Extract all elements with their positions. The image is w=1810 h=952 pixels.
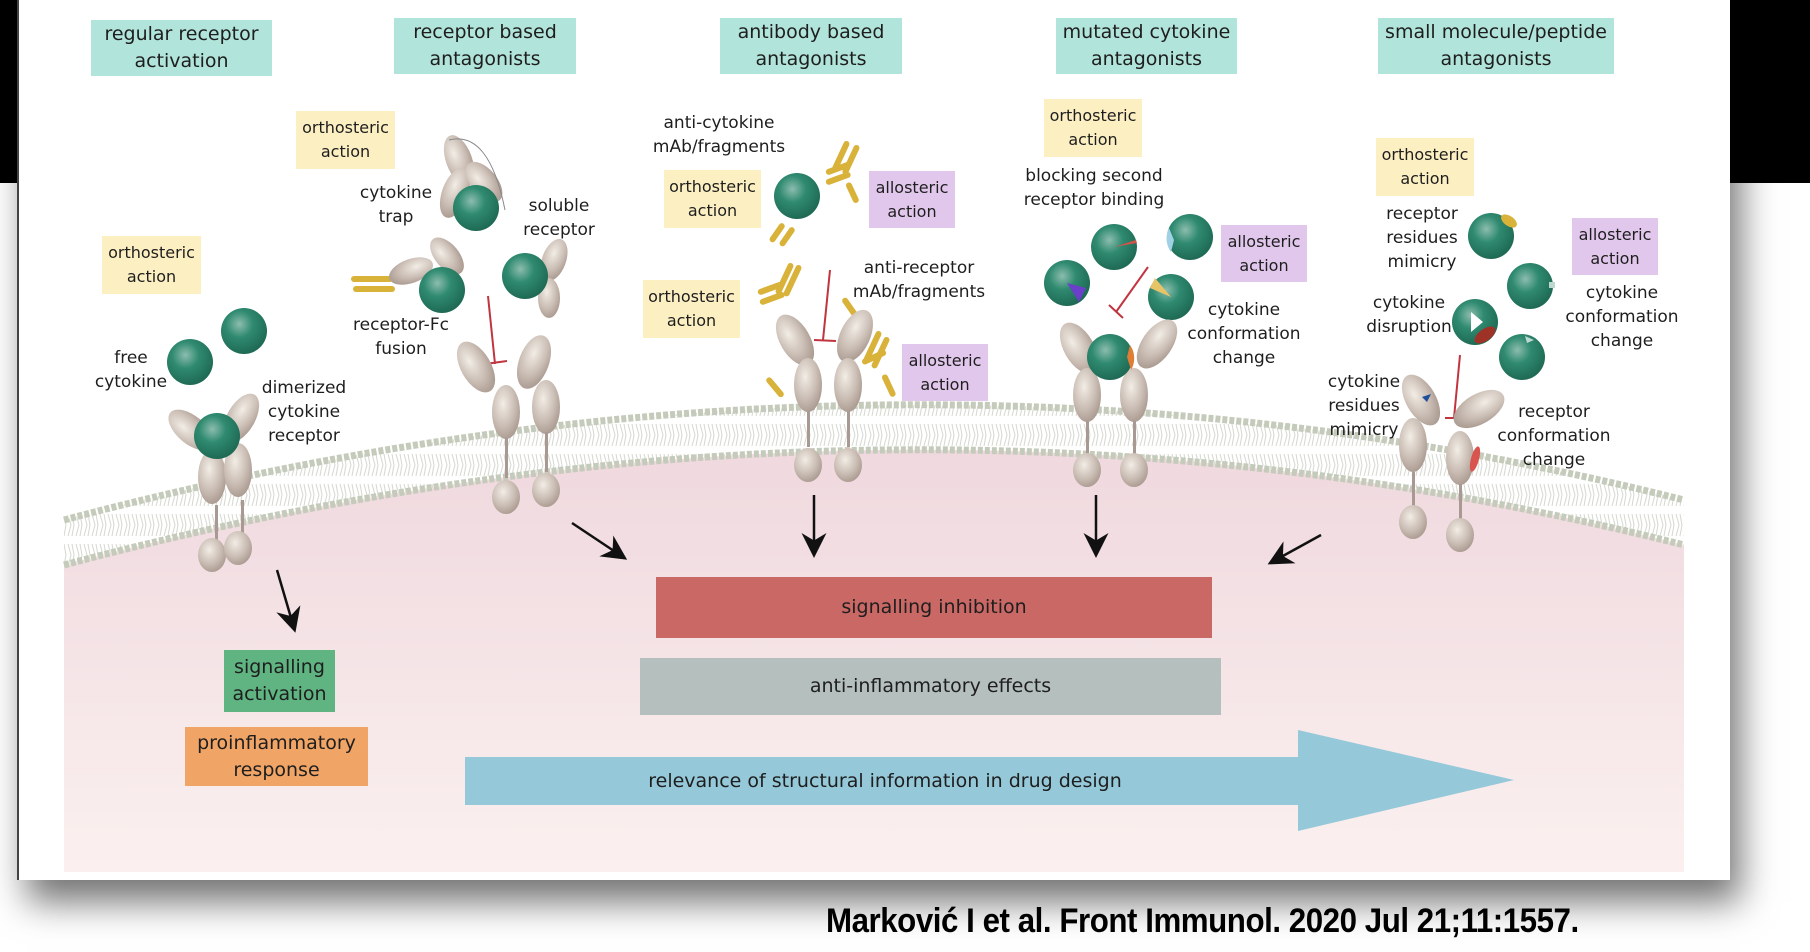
relevance-arrow <box>465 730 1514 831</box>
receptor-pair-col4 <box>1059 319 1178 487</box>
mutated-cytokines <box>1044 214 1213 320</box>
figure-panel: regular receptor activation receptor bas… <box>17 0 1730 880</box>
label-blocking-second: blocking second receptor binding <box>1023 166 1165 210</box>
label-soluble-receptor: soluble receptor <box>523 196 595 240</box>
orthosteric-tag-col3a: orthosteric action <box>664 170 761 228</box>
orthosteric-tag-col3b: orthosteric action <box>643 280 740 338</box>
header-mutated-cytokine: mutated cytokine antagonists <box>1056 18 1237 74</box>
label-dimerized-receptor: dimerized cytokine receptor <box>261 378 347 446</box>
header-small-molecule: small molecule/peptide antagonists <box>1378 18 1614 74</box>
membrane-inner-heads <box>63 446 1685 569</box>
dimerized-receptor <box>168 393 260 572</box>
signalling-activation-box: signalling activation <box>224 650 335 712</box>
receptor-pair-col2 <box>456 335 560 514</box>
label-cytokine-trap: cytokine trap <box>359 183 433 227</box>
slide-frame-right <box>1728 0 1810 183</box>
orthosteric-tag-col5: orthosteric action <box>1376 138 1474 196</box>
label-receptor-conf-change: receptor conformation change <box>1497 402 1611 470</box>
label-receptor-fc: receptor-Fc fusion <box>353 315 449 359</box>
anti-receptor-antibodies <box>757 262 896 398</box>
arrow-col2 <box>571 521 628 560</box>
cell-membrane <box>64 404 1684 565</box>
citation: Marković I et al. Front Immunol. 2020 Ju… <box>826 902 1579 940</box>
orthosteric-tag-col2: orthosteric action <box>296 111 395 169</box>
label-free-cytokine: free cytokine <box>94 348 168 392</box>
small-molecule-cytokines <box>1452 213 1555 380</box>
label-anti-receptor: anti-receptor mAb/fragments <box>852 258 986 302</box>
inhibition-bar-icon <box>813 269 837 342</box>
receptor-pair-col3 <box>775 309 874 482</box>
receptor-fc-fusion <box>351 237 465 313</box>
header-receptor-based: receptor based antagonists <box>394 18 576 74</box>
orthosteric-tag-col1: orthosteric action <box>102 236 201 294</box>
signalling-inhibition-bar: signalling inhibition <box>656 577 1212 638</box>
label-anti-cytokine: anti-cytokine mAb/fragments <box>652 113 786 157</box>
orthosteric-tag-col4: orthosteric action <box>1044 99 1142 157</box>
free-cytokine-pair <box>167 308 267 385</box>
allosteric-tag-col3a: allosteric action <box>869 171 955 228</box>
soluble-receptor <box>502 238 568 318</box>
allosteric-tag-col5: allosteric action <box>1572 218 1658 275</box>
label-cytokine-conf-change-sm: cytokine conformation change <box>1565 283 1679 351</box>
figure-graphics <box>63 135 1685 872</box>
relevance-label: relevance of structural information in d… <box>648 770 1122 792</box>
cytokine-trap <box>439 135 506 231</box>
membrane-outer-heads <box>63 401 1685 524</box>
activation-arrow <box>275 569 301 633</box>
arrow-col5 <box>1267 533 1322 565</box>
anti-inflammatory-bar: anti-inflammatory effects <box>640 658 1221 715</box>
allosteric-tag-col4: allosteric action <box>1221 225 1307 282</box>
inhibition-bar-icon <box>484 295 508 365</box>
label-cytokine-disruption: cytokine disruption <box>1366 293 1452 337</box>
anti-cytokine-antibody <box>769 140 860 247</box>
header-regular-activation: regular receptor activation <box>91 20 272 76</box>
inhibition-bar-icon <box>1108 266 1149 319</box>
label-receptor-residues-mimicry: receptor residues mimicry <box>1386 204 1458 272</box>
allosteric-tag-col3b: allosteric action <box>902 344 988 401</box>
label-cytokine-residues-mimicry: cytokine residues mimicry <box>1327 372 1401 440</box>
proinflammatory-box: proinflammatory response <box>185 727 368 786</box>
header-antibody-based: antibody based antagonists <box>720 18 902 74</box>
label-cytokine-conf-change-mut: cytokine conformation change <box>1187 300 1301 368</box>
slide-frame-left <box>0 0 17 183</box>
receptor-pair-col5 <box>1399 374 1505 552</box>
